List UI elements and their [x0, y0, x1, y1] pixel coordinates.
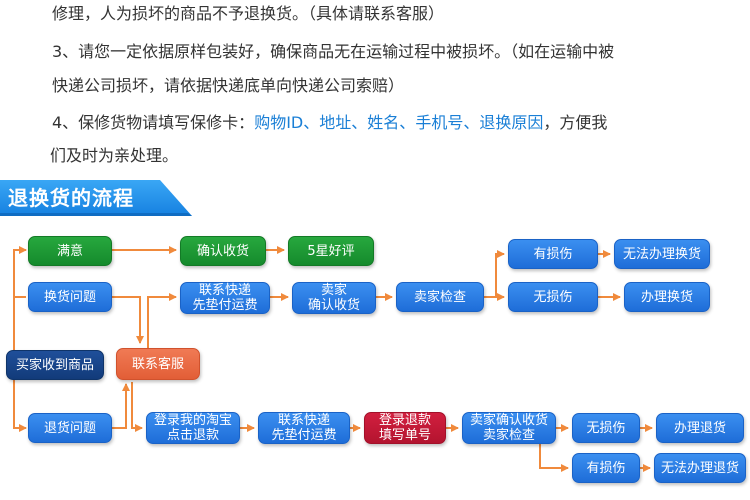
node-confirm-receipt: 确认收货 — [180, 236, 266, 266]
node-express-prepay-top: 联系快递 先垫付运费 — [180, 282, 270, 314]
text-line-2: 3、请您一定依据原样包装好，确保商品无在运输过程中被损坏。（如在运输中被 — [52, 42, 615, 61]
text-line-1: 修理，人为损坏的商品不予退换货。（具体请联系客服） — [52, 4, 445, 23]
highlight-reason: 退换原因 — [479, 113, 544, 132]
node-no-damage-mid: 无损伤 — [508, 282, 598, 312]
highlight-phone: 手机号 — [415, 113, 464, 132]
node-buyer-received: 买家收到商品 — [6, 350, 104, 380]
node-cannot-return: 无法办理退货 — [654, 453, 746, 483]
node-do-exchange: 办理换货 — [624, 282, 710, 312]
node-do-return: 办理退货 — [656, 413, 744, 443]
text-line-4: 4、保修货物请填写保修卡：购物ID、地址、姓名、手机号、退换原因，方便我 — [52, 113, 607, 133]
banner-shape — [0, 180, 192, 216]
node-has-damage-bottom: 有损伤 — [572, 453, 640, 483]
highlight-sep-2: 、 — [351, 113, 368, 132]
flow-banner: 退换货的流程 — [0, 180, 192, 216]
highlight-sep-3: 、 — [399, 113, 416, 132]
node-no-damage-bottom: 无损伤 — [572, 413, 640, 443]
highlight-name: 姓名 — [367, 113, 400, 132]
node-seller-confirm-inspect: 卖家确认收货 卖家检查 — [462, 412, 556, 444]
node-cannot-exchange: 无法办理换货 — [614, 239, 710, 269]
node-login-taobao: 登录我的淘宝 点击退款 — [146, 412, 240, 444]
node-seller-confirm: 卖家 确认收货 — [292, 282, 376, 314]
highlight-sep-1: 、 — [303, 113, 320, 132]
text-line-4-suffix: ，方便我 — [543, 113, 608, 132]
node-exchange-issue: 换货问题 — [28, 282, 112, 312]
node-contact-service: 联系客服 — [116, 348, 200, 380]
node-five-star: 5星好评 — [288, 236, 374, 266]
highlight-address: 地址 — [319, 113, 352, 132]
text-line-5: 们及时为亲处理。 — [50, 146, 179, 165]
node-has-damage-top: 有损伤 — [508, 239, 598, 269]
node-login-refund: 登录退款 填写单号 — [364, 412, 446, 444]
node-seller-inspect: 卖家检查 — [396, 282, 484, 312]
text-line-4-prefix: 4、保修货物请填写保修卡： — [52, 113, 255, 132]
flow-title: 退换货的流程 — [8, 186, 134, 210]
node-return-issue: 退货问题 — [28, 413, 112, 443]
node-satisfied: 满意 — [28, 236, 112, 266]
node-express-prepay-bottom: 联系快递 先垫付运费 — [258, 412, 350, 444]
highlight-shopping-id: 购物ID — [254, 113, 304, 132]
text-line-3: 快递公司损坏，请依据快递底单向快递公司索赔） — [52, 76, 405, 95]
highlight-sep-4: 、 — [463, 113, 480, 132]
